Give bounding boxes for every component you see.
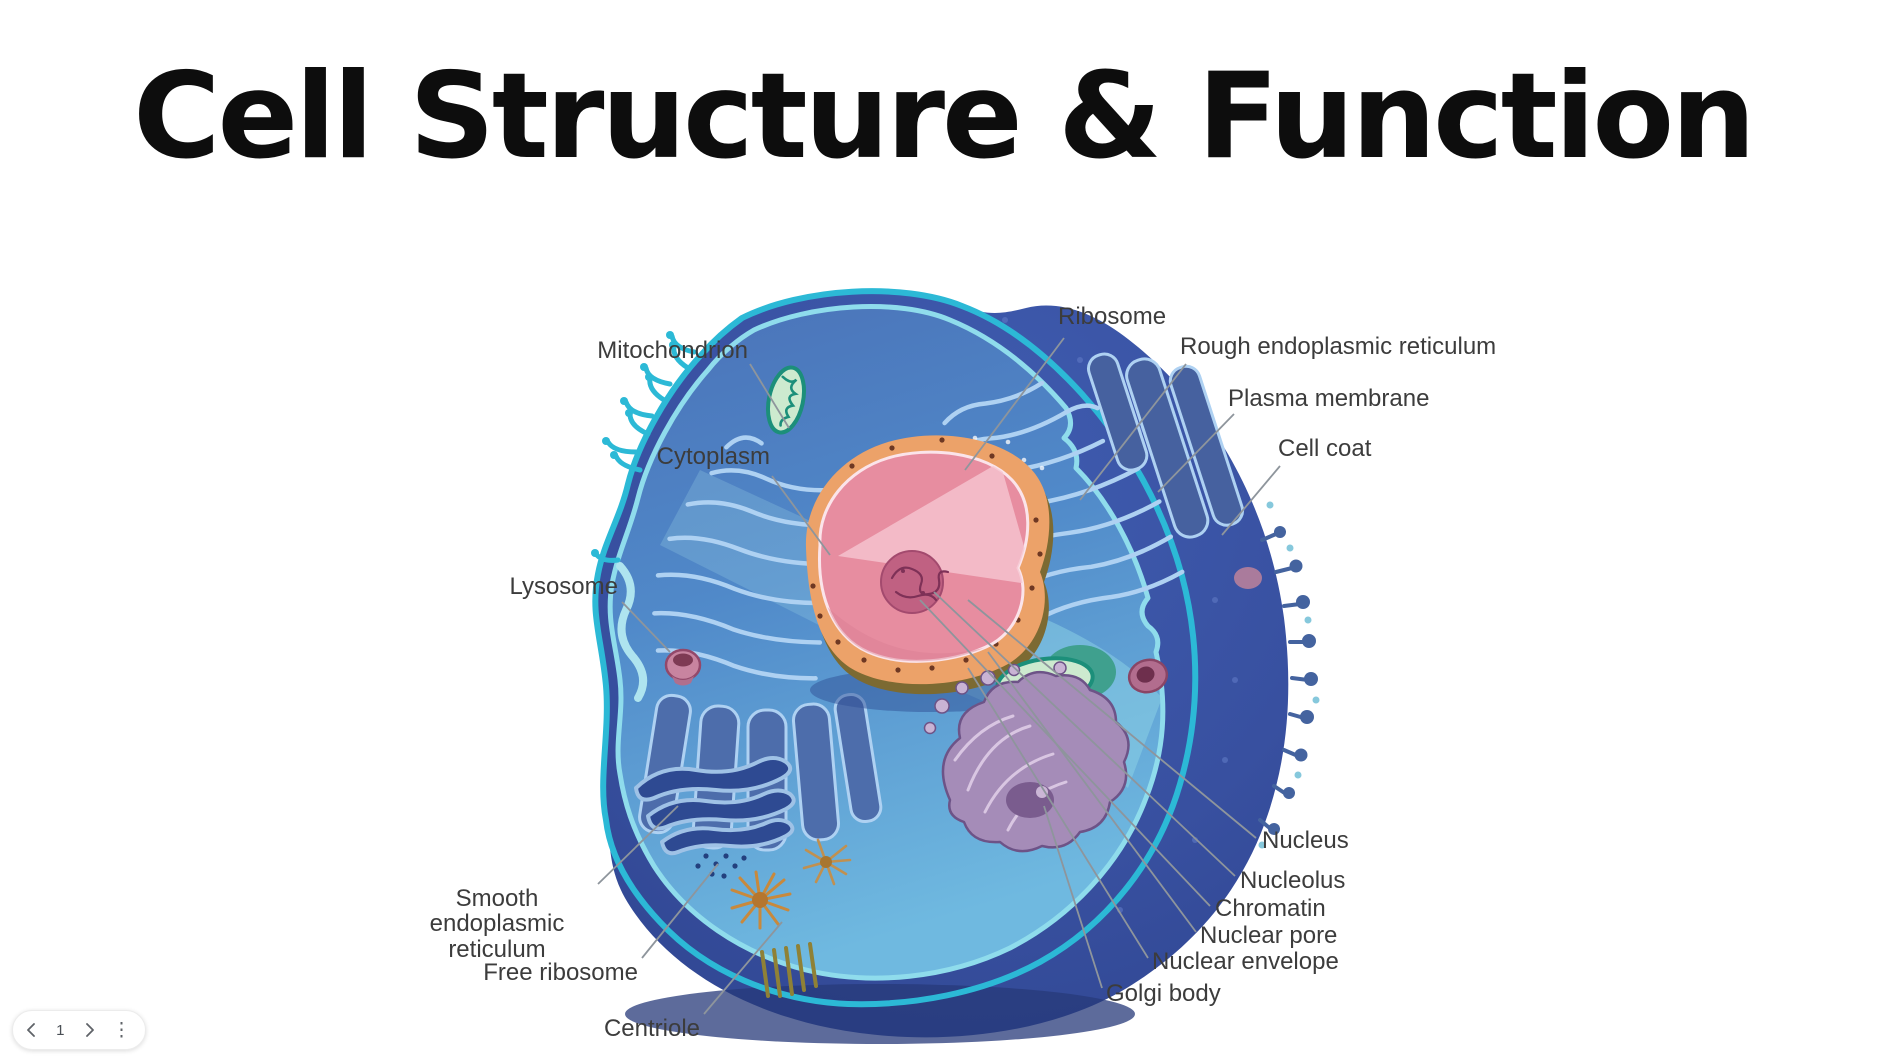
label-nucleolus: Nucleolus [1240, 867, 1346, 894]
label-smooth-endoplasmic-reticulum: Smooth endoplasmic reticulum [429, 885, 565, 963]
previous-slide-button[interactable] [23, 1019, 39, 1041]
lysosome-left [664, 648, 702, 686]
options-menu-button[interactable]: ⋮ [108, 1017, 135, 1044]
centrioles [730, 838, 852, 998]
page-title: Cell Structure & Function [133, 48, 1756, 186]
label-cell-coat: Cell coat [1278, 435, 1372, 462]
cell-coat-bumps [1258, 501, 1320, 849]
label-nuclear-envelope: Nuclear envelope [1152, 948, 1339, 975]
smooth-er [634, 756, 796, 856]
lysosome-right [1127, 658, 1169, 694]
microvilli [591, 331, 697, 563]
leader-lines [597, 337, 1281, 1015]
label-centriole: Centriole [603, 1015, 700, 1042]
label-chromatin: Chromatin [1215, 895, 1326, 922]
chromatin-strands [890, 566, 950, 602]
chevron-left-icon [27, 1023, 35, 1037]
label-nuclear-pore: Nuclear pore [1200, 922, 1338, 949]
label-mitochondrion: Mitochondrion [597, 337, 748, 364]
chevron-right-icon [85, 1023, 94, 1037]
golgi-body [923, 661, 1130, 853]
slide-number[interactable]: 1 [56, 1021, 65, 1039]
next-slide-button[interactable] [82, 1019, 98, 1041]
nucleolus [880, 550, 950, 614]
nucleus-group [805, 435, 1054, 712]
vertical-dots-icon: ⋮ [111, 1019, 131, 1041]
rough-er-left [638, 435, 883, 852]
label-golgi-body: Golgi body [1106, 980, 1221, 1007]
mitochondrion-top [766, 365, 806, 435]
rough-er-right [937, 352, 1245, 621]
label-plasma-membrane: Plasma membrane [1228, 385, 1430, 412]
label-free-ribosome: Free ribosome [483, 959, 638, 986]
vesicle [1234, 567, 1262, 589]
label-cytoplasm: Cytoplasm [656, 443, 770, 470]
plasma-membrane-outline [592, 288, 1199, 1008]
label-lysosome: Lysosome [509, 573, 619, 600]
label-rough-endoplasmic-reticulum: Rough endoplasmic reticulum [1180, 333, 1497, 360]
label-nucleus: Nucleus [1262, 827, 1349, 854]
label-ribosome: Ribosome [1058, 303, 1167, 330]
slide-navigation: 1 ⋮ [12, 1010, 146, 1050]
nuclear-pores [810, 437, 1043, 673]
